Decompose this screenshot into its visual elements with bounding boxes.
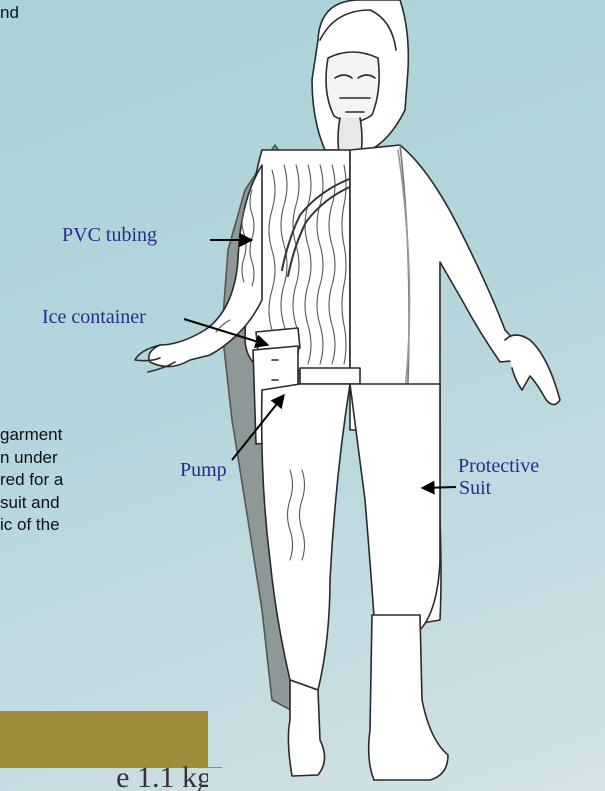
label-pvc-tubing: PVC tubing [62, 224, 157, 246]
pump-arrow [232, 395, 284, 460]
protective-suit-arrow [422, 487, 456, 488]
label-ice-container: Ice container [42, 306, 146, 328]
label-protective-line2: Suit [458, 477, 539, 499]
label-pump: Pump [180, 459, 227, 481]
ice-container-arrow [184, 319, 268, 345]
label-protective-line1: Protective [458, 455, 539, 477]
label-protective-suit: Protective Suit [458, 455, 539, 499]
